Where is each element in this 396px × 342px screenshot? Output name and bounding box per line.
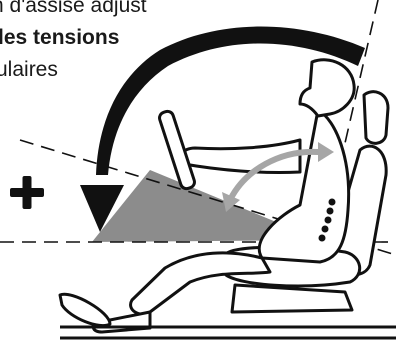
plus-icon <box>10 176 44 209</box>
driver-foot <box>60 294 110 325</box>
driver-head <box>300 60 354 116</box>
caption-line-3: ulaires <box>0 58 58 82</box>
seat-base <box>232 285 352 312</box>
driver-torso <box>259 110 348 262</box>
caption-line-2: les tensions <box>0 26 119 50</box>
seat-headrest <box>364 92 388 144</box>
caption-line-1: n d'assise adjust <box>0 0 147 18</box>
